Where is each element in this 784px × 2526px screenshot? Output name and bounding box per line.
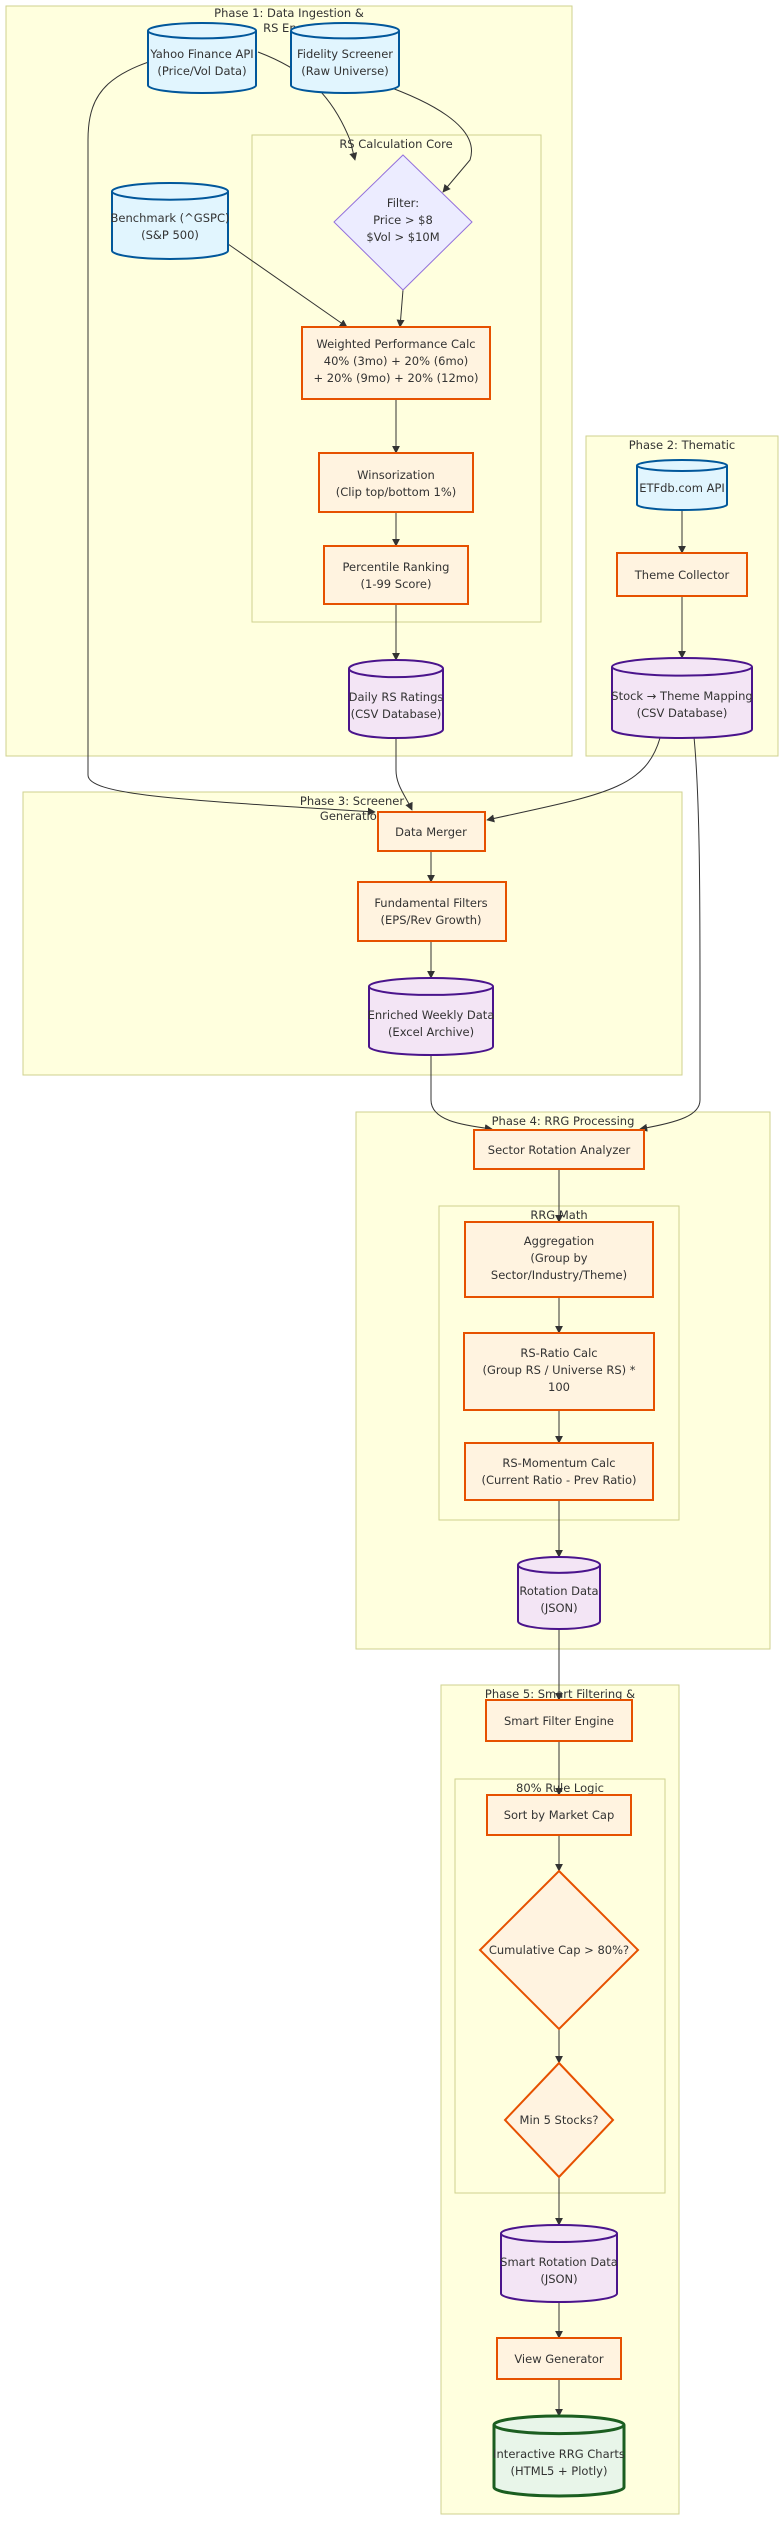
edge-enriched-sectorrot <box>430 1053 493 1133</box>
svg-text:Enriched Weekly Data(Excel Arc: Enriched Weekly Data(Excel Archive) <box>368 1008 495 1039</box>
node-yahoo-finance-api: Yahoo Finance API(Price/Vol Data) <box>147 22 258 94</box>
edge-benchmark-weighted <box>227 243 348 328</box>
node-rotation-data: Rotation Data(JSON) <box>517 1556 602 1630</box>
edge-yahoo-merger <box>87 51 376 816</box>
edge-thememap-merger <box>486 737 661 823</box>
svg-text:Benchmark (^GSPC)(S&P 500): Benchmark (^GSPC)(S&P 500) <box>111 211 230 242</box>
node-winsorization: Winsorization(Clip top/bottom 1%) <box>318 452 474 513</box>
svg-text:Yahoo Finance API(Price/Vol Da: Yahoo Finance API(Price/Vol Data) <box>149 47 253 78</box>
node-sort-by-market-cap: Sort by Market Cap <box>486 1794 632 1836</box>
svg-text:RS-Ratio Calc(Group RS / Unive: RS-Ratio Calc(Group RS / Universe RS) *1… <box>482 1346 635 1394</box>
node-stock-theme-mapping: Stock → Theme Mapping(CSV Database) <box>611 657 754 739</box>
svg-text:Interactive RRG Charts(HTML5 +: Interactive RRG Charts(HTML5 + Plotly) <box>493 2447 625 2478</box>
svg-text:ETFdb.com API: ETFdb.com API <box>639 481 725 495</box>
svg-text:Data Merger: Data Merger <box>395 825 467 839</box>
node-benchmark-gspc: Benchmark (^GSPC)(S&P 500) <box>111 182 230 260</box>
svg-text:RS-Momentum Calc(Current Ratio: RS-Momentum Calc(Current Ratio - Prev Ra… <box>481 1456 636 1487</box>
node-smart-filter-engine: Smart Filter Engine <box>485 1699 633 1742</box>
node-data-merger: Data Merger <box>377 811 486 852</box>
svg-text:Rotation Data(JSON): Rotation Data(JSON) <box>519 1584 598 1615</box>
svg-text:Filter:Price > $8$Vol > $10M: Filter:Price > $8$Vol > $10M <box>366 196 439 244</box>
svg-text:Winsorization(Clip top/bottom: Winsorization(Clip top/bottom 1%) <box>336 468 457 499</box>
svg-text:Cumulative Cap > 80%?: Cumulative Cap > 80%? <box>489 1943 629 1957</box>
svg-text:Stock → Theme Mapping(CSV Data: Stock → Theme Mapping(CSV Database) <box>611 689 752 720</box>
node-smart-rotation-data: Smart Rotation Data(JSON) <box>500 2224 619 2303</box>
subgraph-phase5-title: Phase 5: Smart Filtering & <box>485 1687 635 1701</box>
node-rs-ratio-calc: RS-Ratio Calc(Group RS / Universe RS) *1… <box>463 1332 655 1411</box>
svg-text:View Generator: View Generator <box>514 2352 604 2366</box>
node-percentile-ranking: Percentile Ranking(1-99 Score) <box>323 545 469 605</box>
node-cumulative-cap-decision: Cumulative Cap > 80%? <box>478 1869 640 2031</box>
svg-text:Fundamental Filters(EPS/Rev Gr: Fundamental Filters(EPS/Rev Growth) <box>374 896 487 927</box>
node-rs-momentum-calc: RS-Momentum Calc(Current Ratio - Prev Ra… <box>464 1442 654 1501</box>
node-enriched-weekly-data: Enriched Weekly Data(Excel Archive) <box>368 977 495 1056</box>
svg-text:Sort by Market Cap: Sort by Market Cap <box>504 1808 615 1822</box>
svg-text:Fidelity Screener(Raw Universe: Fidelity Screener(Raw Universe) <box>297 47 393 78</box>
node-theme-collector: Theme Collector <box>616 552 748 597</box>
node-fundamental-filters: Fundamental Filters(EPS/Rev Growth) <box>357 881 507 942</box>
node-daily-rs-ratings: Daily RS Ratings(CSV Database) <box>348 659 445 739</box>
node-fidelity-screener: Fidelity Screener(Raw Universe) <box>290 22 401 94</box>
svg-text:Sector Rotation Analyzer: Sector Rotation Analyzer <box>488 1143 631 1157</box>
subgraph-phase4-title: Phase 4: RRG Processing <box>492 1114 635 1128</box>
node-filter-decision: Filter:Price > $8$Vol > $10M <box>333 154 473 291</box>
svg-text:Percentile Ranking(1-99 Score): Percentile Ranking(1-99 Score) <box>343 560 450 591</box>
svg-text:Smart Filter Engine: Smart Filter Engine <box>504 1714 614 1728</box>
node-etfdb-api: ETFdb.com API <box>636 459 729 511</box>
node-interactive-rrg-charts: Interactive RRG Charts(HTML5 + Plotly) <box>492 2414 626 2498</box>
node-min-5-stocks-decision: Min 5 Stocks? <box>503 2061 615 2179</box>
subgraph-80-rule-title: 80% Rule Logic <box>516 1781 604 1795</box>
edge-dailyrs-merger <box>395 736 413 811</box>
svg-text:Smart Rotation Data(JSON): Smart Rotation Data(JSON) <box>500 2255 618 2286</box>
svg-text:Min 5 Stocks?: Min 5 Stocks? <box>520 2113 599 2127</box>
edge-thememap-sectorrot <box>639 736 701 1132</box>
node-view-generator: View Generator <box>496 2337 622 2380</box>
edge-filter-weighted <box>396 289 405 328</box>
subgraph-phase2-title: Phase 2: Thematic <box>629 438 736 452</box>
svg-text:Daily RS Ratings(CSV Database): Daily RS Ratings(CSV Database) <box>349 690 444 721</box>
node-sector-rotation-analyzer: Sector Rotation Analyzer <box>473 1129 645 1170</box>
subgraph-rs-core-title: RS Calculation Core <box>339 137 452 151</box>
subgraph-phase1-title: Phase 1: Data Ingestion &RS Eng... <box>214 6 364 35</box>
svg-text:Theme Collector: Theme Collector <box>634 568 730 582</box>
